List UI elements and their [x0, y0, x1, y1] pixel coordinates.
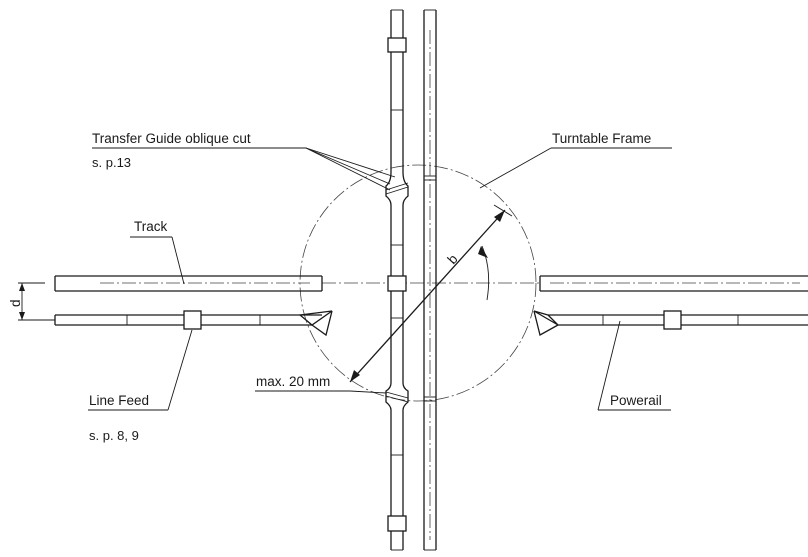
left-track — [54, 275, 323, 292]
turntable-frame-label: Turntable Frame — [552, 131, 651, 146]
dimension-d: d — [8, 282, 55, 321]
right-track — [539, 275, 808, 292]
right-powerail — [533, 310, 808, 336]
line-feed-label: Line Feed — [89, 393, 149, 408]
line-feed-callout: Line Feed s. p. 8, 9 — [88, 329, 193, 443]
dim-b-label: b — [444, 251, 460, 267]
transfer-guide-label: Transfer Guide oblique cut — [92, 131, 251, 146]
left-powerail — [54, 310, 333, 337]
powerail-callout: Powerail — [597, 320, 671, 411]
max-distance-callout: max. 20 mm — [255, 374, 387, 394]
dim-d-label: d — [8, 299, 23, 307]
transfer-guide-ref: s. p.13 — [92, 155, 131, 170]
line-feed-ref: s. p. 8, 9 — [89, 428, 139, 443]
turntable-frame-callout: Turntable Frame — [479, 131, 672, 189]
turntable-vertical-rails — [385, 9, 437, 551]
transfer-guide-callout: Transfer Guide oblique cut s. p.13 — [92, 131, 396, 191]
track-label: Track — [134, 219, 167, 234]
dimension-b: b — [349, 204, 513, 383]
max-distance-label: max. 20 mm — [256, 374, 330, 389]
track-callout: Track — [130, 219, 185, 285]
powerail-label: Powerail — [610, 393, 662, 408]
